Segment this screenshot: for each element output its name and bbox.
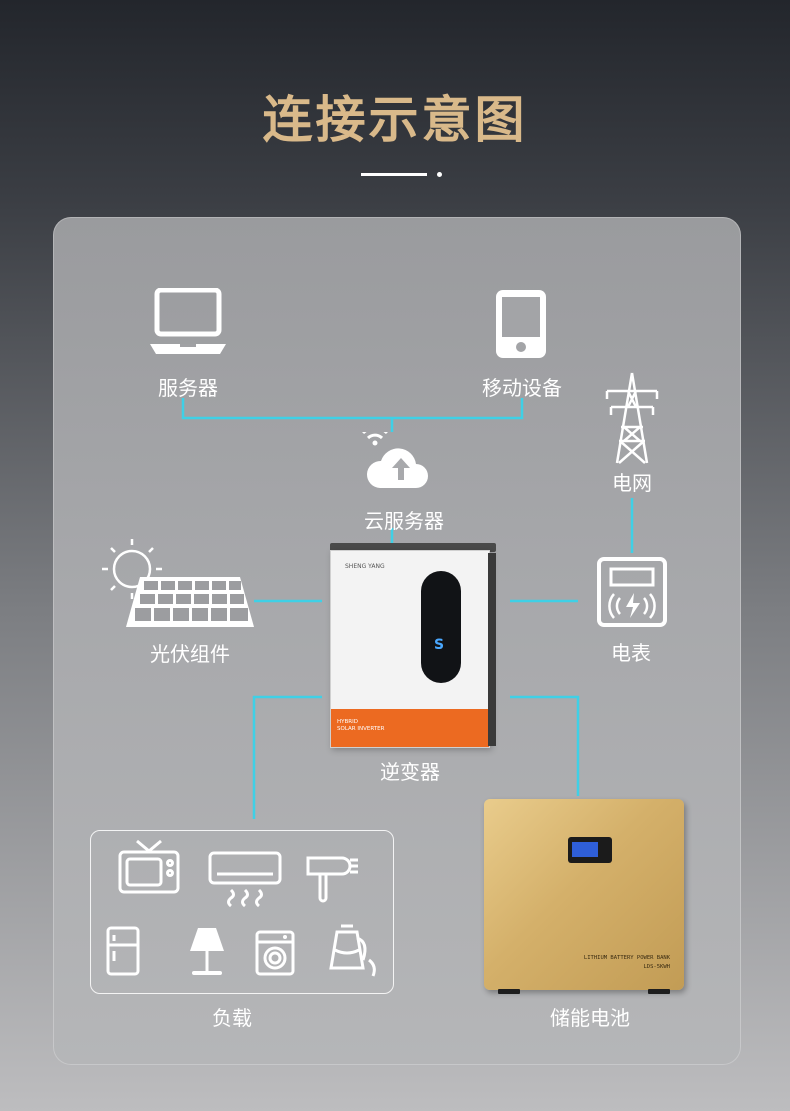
battery-nameplate: LITHIUM BATTERY POWER BANK LDS-5KWH [584,954,670,972]
inverter-brand: SHENG YANG [345,563,385,570]
inverter-logo-icon: S [434,637,445,653]
meter-label: 电表 [611,641,651,665]
inverter-device: SHENG YANG S HYBRID SOLAR INVERTER [330,550,490,748]
solar-panel-icon [102,539,254,627]
inverter-label: 逆变器 [380,760,440,784]
inverter-screen: S [421,571,461,683]
cloud-upload-icon [362,432,428,488]
hair-dryer-icon [306,856,358,903]
battery-foot-left [498,989,520,994]
air-conditioner-icon [208,851,282,908]
server-label: 服务器 [158,376,218,400]
electric-meter-icon [597,557,667,627]
tv-icon [118,839,180,894]
inverter-model-line1: HYBRID [337,719,358,725]
battery-nameplate-line2: LDS-5KWH [643,964,671,970]
connector-inverter-load [252,695,322,819]
battery-display-screen [572,842,598,857]
laptop-icon [150,288,226,354]
connector-server-mobile [181,398,524,420]
refrigerator-icon [106,926,140,976]
inverter-model-line2: SOLAR INVERTER [337,726,385,732]
battery-nameplate-line1: LITHIUM BATTERY POWER BANK [583,955,670,961]
load-appliances-box [90,830,394,994]
washing-machine-icon [255,930,295,976]
lamp-icon [190,928,224,975]
title-underline-dot [437,172,442,177]
battery-device: LITHIUM BATTERY POWER BANK LDS-5KWH [484,799,684,994]
inverter-model: HYBRID SOLAR INVERTER [337,719,384,733]
smartphone-icon [496,290,546,358]
mobile-label: 移动设备 [482,376,562,400]
battery-foot-right [648,989,670,994]
pv-label: 光伏组件 [150,642,230,666]
cloud-label: 云服务器 [364,509,444,533]
inverter-orange-band: HYBRID SOLAR INVERTER [331,709,489,747]
grid-label: 电网 [612,471,652,495]
battery-display [568,837,612,863]
connector-inverter-battery [510,695,580,796]
inverter-top [330,543,496,552]
electric-kettle-icon [329,924,376,977]
battery-label: 储能电池 [550,1006,630,1030]
inverter-side [488,553,496,746]
load-label: 负载 [212,1006,252,1030]
page-title: 连接示意图 [262,91,528,149]
title-underline [361,173,427,176]
power-tower-icon [605,372,659,464]
